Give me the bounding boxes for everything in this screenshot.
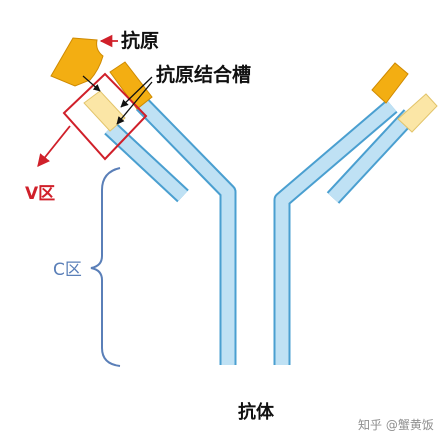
v-region-label: V区 <box>25 184 56 204</box>
binding-site-box <box>62 72 148 161</box>
diagram-title: 抗体 <box>238 402 274 423</box>
antigen-label: 抗原 <box>121 30 160 52</box>
watermark: 知乎 @蟹黄饭 <box>358 418 434 432</box>
arrow-icon <box>116 81 153 125</box>
left-heavy-chain <box>135 98 237 365</box>
left-light-variable-segment <box>83 90 126 132</box>
antigen-block <box>50 37 104 87</box>
arrow-icon <box>120 76 153 108</box>
right-light-chain <box>326 109 417 204</box>
arrow-icon <box>82 75 101 92</box>
right-heavy-variable-segment <box>371 62 409 104</box>
left-light-chain <box>104 121 189 203</box>
right-light-variable-segment <box>397 93 438 133</box>
binding-site-label: 抗原结合槽 <box>156 64 252 86</box>
arrow-icon <box>37 125 71 167</box>
right-heavy-chain <box>273 99 398 365</box>
c-region-brace <box>90 167 121 367</box>
c-region-label: C区 <box>53 260 82 280</box>
